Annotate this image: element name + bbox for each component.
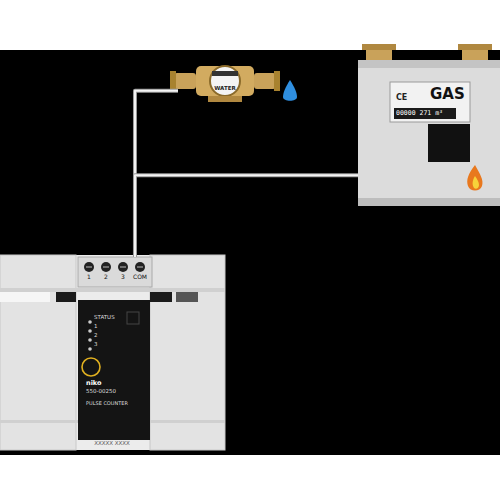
terminal-label: COM	[133, 274, 147, 280]
led-label: 3	[94, 342, 98, 348]
led-label: 1	[94, 324, 98, 330]
terminal-label: 2	[104, 274, 108, 280]
water-drop-icon	[283, 80, 297, 101]
part-number: 550-00250	[86, 389, 116, 395]
pulse-counter-module: XXXXX XXXX 1 2 3 COM STATUS 1 2 3 niko 550-00250PU…	[0, 255, 225, 450]
background	[0, 50, 500, 455]
flame-icon	[467, 165, 482, 191]
led-label: STATUS	[94, 315, 115, 321]
serial-number: XXXXX XXXX	[94, 441, 130, 447]
led-label: 2	[94, 333, 98, 339]
water-meter: WATER	[178, 64, 272, 98]
terminal-label: 1	[87, 274, 91, 280]
terminal-strip: 1 2 3 COM	[78, 257, 152, 287]
front-panel: STATUS 1 2 3 niko 550-00250PULSE COUNTER	[78, 300, 150, 440]
signal-wire	[135, 175, 358, 257]
product-name: PULSE COUNTER	[86, 401, 128, 406]
pulse-counter-housing	[0, 255, 225, 450]
brand-name: niko	[86, 380, 101, 387]
meter-label: GAS	[430, 87, 465, 102]
ce-mark: CE	[396, 94, 407, 102]
counter-reading: 00000 271 m³	[396, 110, 443, 117]
meter-label: WATER	[214, 86, 235, 92]
gas-meter-body	[358, 44, 500, 206]
terminal-label: 3	[121, 274, 125, 280]
gas-meter: CE GAS 00000 271 m³	[358, 60, 500, 206]
water-meter-body	[170, 66, 280, 102]
